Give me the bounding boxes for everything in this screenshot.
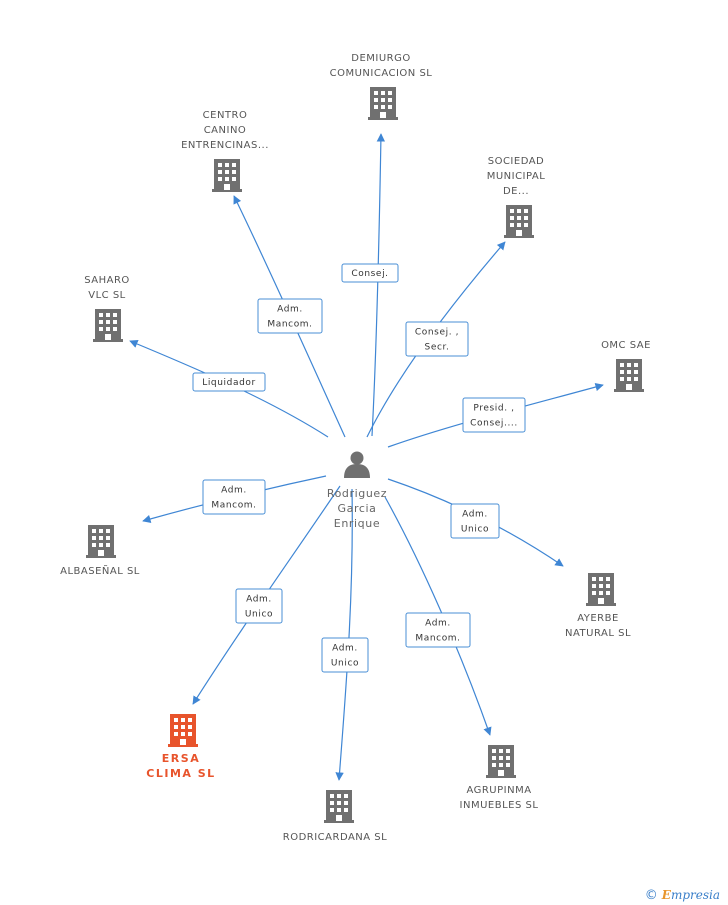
role-text: Mancom. (267, 320, 312, 330)
company-node-sahaho[interactable]: SAHARO VLC SL (84, 275, 130, 342)
role-label-sahaho: Liquidador (192, 372, 266, 392)
role-text: Adm. (277, 305, 303, 315)
role-box (405, 612, 471, 648)
edge-demiurgo (371, 133, 386, 437)
role-label-sociedad-municipal: Consej. , Secr. (405, 321, 469, 357)
company-label-line: ALBASEÑAL SL (60, 564, 140, 577)
building-icon (212, 159, 242, 192)
role-text: Adm. (221, 486, 247, 496)
company-label-line: SAHARO (84, 275, 130, 286)
company-node-ersa[interactable]: ERSA CLIMA SL (146, 714, 215, 780)
brand-name: mpresia (670, 888, 720, 902)
role-text: Secr. (425, 343, 450, 353)
empresia-credit[interactable]: ©Empresia (645, 888, 720, 903)
company-node-sociedad-municipal[interactable]: SOCIEDAD MUNICIPAL DE... (487, 156, 546, 238)
company-label-line: NATURAL SL (565, 628, 631, 639)
role-labels: Consej. Adm. Mancom. Consej. , Secr. Liquidad… (192, 263, 526, 673)
building-icon (168, 714, 198, 747)
role-box (450, 503, 500, 539)
role-text: Mancom. (415, 634, 460, 644)
role-label-ersa: Adm. Unico (235, 588, 283, 624)
role-text: Adm. (425, 619, 451, 629)
company-label-line: AYERBE (577, 613, 619, 624)
company-node-ayerbe[interactable]: AYERBE NATURAL SL (565, 573, 631, 639)
role-text: Presid. , (473, 404, 514, 414)
role-box (341, 263, 399, 283)
company-label-line: DEMIURGO (351, 53, 410, 64)
role-text: Liquidador (202, 378, 256, 388)
role-text: Unico (461, 525, 489, 535)
edges (129, 133, 604, 781)
role-label-omc: Presid. , Consej.... (462, 397, 526, 433)
company-label-line: INMUEBLES SL (460, 800, 539, 811)
company-label-line: VLC SL (88, 290, 126, 301)
company-node-agrupinma[interactable]: AGRUPINMA INMUEBLES SL (460, 745, 539, 811)
building-icon (93, 309, 123, 342)
building-icon (586, 573, 616, 606)
role-box (321, 637, 369, 673)
person-name-line: Rodriguez (327, 487, 387, 500)
company-node-centro-canino[interactable]: CENTRO CANINO ENTRENCINAS... (181, 110, 269, 192)
company-label-line: RODRICARDANA SL (283, 832, 387, 843)
building-icon (86, 525, 116, 558)
person-node[interactable] (344, 451, 370, 479)
company-label-line: CENTRO (203, 110, 248, 121)
role-label-albasenal: Adm. Mancom. (202, 479, 266, 515)
role-text: Unico (245, 610, 273, 620)
building-icon (368, 87, 398, 120)
role-text: Adm. (332, 644, 358, 654)
role-label-centro-canino: Adm. Mancom. (257, 298, 323, 334)
company-label-line: ENTRENCINAS... (181, 140, 269, 151)
role-box (235, 588, 283, 624)
company-label-line: CANINO (204, 125, 247, 136)
role-text: Adm. (462, 510, 488, 520)
company-label-line: OMC SAE (601, 340, 651, 351)
role-text: Adm. (246, 595, 272, 605)
building-icon (614, 359, 644, 392)
role-text: Mancom. (211, 501, 256, 511)
company-label-line: COMUNICACION SL (330, 68, 433, 79)
role-box (192, 372, 266, 392)
company-node-omc[interactable]: OMC SAE (601, 340, 651, 392)
company-label-line: SOCIEDAD (488, 156, 545, 167)
brand-initial: E (661, 888, 671, 902)
copyright-icon: © (644, 888, 658, 903)
role-text: Consej. (351, 269, 388, 279)
role-label-agrupinma: Adm. Mancom. (405, 612, 471, 648)
role-box (202, 479, 266, 515)
building-icon (504, 205, 534, 238)
building-icon (324, 790, 354, 823)
role-text: Consej. , (415, 328, 459, 338)
company-label-line: AGRUPINMA (466, 785, 531, 796)
role-label-demiurgo: Consej. (341, 263, 399, 283)
company-label-line: CLIMA SL (146, 767, 215, 780)
role-label-ayerbe: Adm. Unico (450, 503, 500, 539)
role-label-rodricardana: Adm. Unico (321, 637, 369, 673)
company-label-line: ERSA (162, 752, 200, 765)
company-label-line: DE... (503, 186, 529, 197)
company-label-line: MUNICIPAL (487, 171, 546, 182)
company-node-albasenal[interactable]: ALBASEÑAL SL (60, 525, 140, 577)
edge-agrupinma (384, 496, 492, 736)
role-box (257, 298, 323, 334)
role-box (405, 321, 469, 357)
company-node-rodricardana[interactable]: RODRICARDANA SL (283, 790, 387, 843)
edge-rodricardana (335, 488, 353, 781)
role-text: Unico (331, 659, 359, 669)
person-name-line: Garcia (338, 502, 377, 515)
building-icon (486, 745, 516, 778)
person-icon (344, 451, 370, 478)
role-text: Consej.... (470, 419, 518, 429)
role-box (462, 397, 526, 433)
person-name-line: Enrique (334, 517, 380, 530)
company-node-demiurgo[interactable]: DEMIURGO COMUNICACION SL (330, 53, 433, 120)
